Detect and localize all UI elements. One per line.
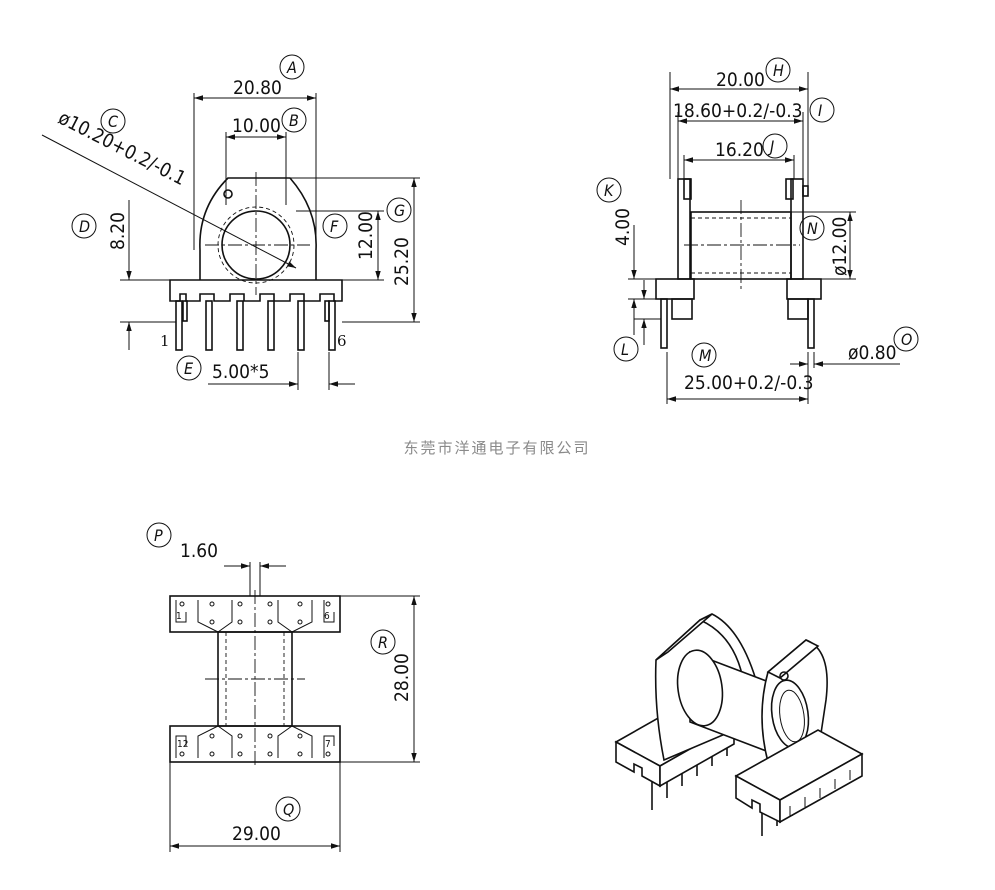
bottom-view: 1 6 12 7 1.60 P 28.00 R 29.00 Q xyxy=(146,522,420,852)
side-label-m: M xyxy=(699,346,712,365)
front-label-g: G xyxy=(394,201,405,220)
bottom-dim-q: 29.00 xyxy=(232,823,281,845)
side-core-tube xyxy=(690,211,792,280)
bottom-pin-label-7: 7 xyxy=(325,739,331,750)
bottom-dim-p: 1.60 xyxy=(180,540,218,562)
side-pin-left xyxy=(660,298,668,349)
side-label-h: H xyxy=(773,61,784,80)
side-label-l: L xyxy=(621,340,629,359)
side-label-i: I xyxy=(818,101,822,120)
isometric-view xyxy=(614,613,864,836)
bottom-label-r: R xyxy=(378,633,388,652)
front-pin1-marker xyxy=(223,189,233,199)
front-dim-e: 5.00*5 xyxy=(212,361,269,383)
side-left-base xyxy=(655,278,695,300)
side-dim-h: 20.00 xyxy=(716,69,765,91)
side-dim-m: 25.00+0.2/-0.3 xyxy=(684,372,814,394)
side-dim-i: 18.60+0.2/-0.3 xyxy=(673,100,803,122)
front-label-d: D xyxy=(79,217,90,236)
front-flange xyxy=(199,177,317,280)
side-dim-o: ø0.80 xyxy=(848,342,897,364)
front-label-a: A xyxy=(286,58,297,77)
side-view: 20.00 H 18.60+0.2/-0.3 I 16.20 J 4.00 K … xyxy=(596,57,919,404)
front-label-e: E xyxy=(184,359,194,378)
front-dim-c: ø10.20+0.2/-0.1 xyxy=(55,107,190,190)
front-pins xyxy=(175,300,336,351)
front-pin-last-label: 6 xyxy=(337,332,347,350)
front-dim-g: 25.20 xyxy=(391,237,413,286)
front-view: 1 6 20.80 A 10.00 B ø10.20+0.2/-0.1 C 8.… xyxy=(41,54,420,390)
front-label-f: F xyxy=(330,217,339,236)
side-dim-j: 16.20 xyxy=(715,139,764,161)
side-dim-k: 4.00 xyxy=(612,208,634,246)
front-dim-d: 8.20 xyxy=(107,212,129,250)
bottom-pin-label-12: 12 xyxy=(177,739,188,750)
side-label-k: K xyxy=(604,181,615,200)
side-right-base xyxy=(786,278,822,300)
side-label-n: N xyxy=(807,219,818,238)
front-label-c: C xyxy=(108,112,119,131)
bottom-label-q: Q xyxy=(283,800,294,819)
bottom-pin-label-1: 1 xyxy=(176,611,182,622)
front-pin-first-label: 1 xyxy=(160,332,170,350)
bottom-pin-holes xyxy=(179,601,331,757)
side-label-j: J xyxy=(767,137,774,156)
bottom-dim-r: 28.00 xyxy=(391,653,413,702)
front-label-b: B xyxy=(289,111,299,130)
front-base xyxy=(169,279,343,302)
side-label-o: O xyxy=(901,330,912,349)
front-dim-f: 12.00 xyxy=(355,211,377,260)
bottom-label-p: P xyxy=(154,526,163,545)
side-dim-n: ø12.00 xyxy=(829,217,851,276)
front-dim-b: 10.00 xyxy=(232,115,281,137)
side-pin-right xyxy=(807,298,815,349)
bottom-pin-label-6: 6 xyxy=(324,611,330,622)
front-dim-a: 20.80 xyxy=(233,77,282,99)
company-name: 东莞市洋通电子有限公司 xyxy=(403,439,590,457)
